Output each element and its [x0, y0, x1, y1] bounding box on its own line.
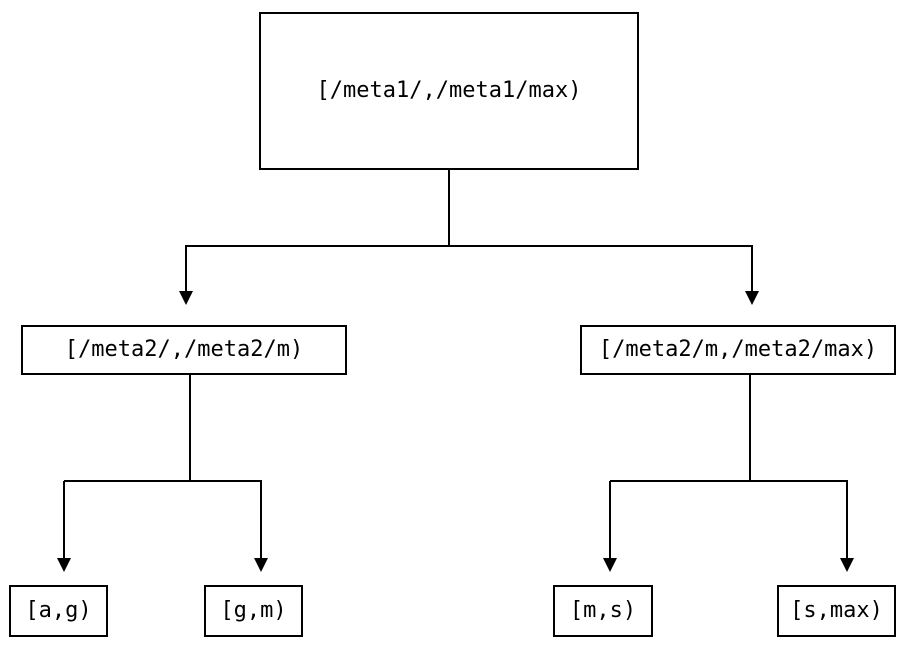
tree-node-leaf-smax-label: [s,max): [790, 598, 883, 623]
connector-root-to-level1: [179, 170, 759, 305]
tree-node-mid-left[interactable]: [/meta2/,/meta2/m): [21, 325, 347, 375]
tree-node-mid-right[interactable]: [/meta2/m,/meta2/max): [580, 325, 896, 375]
arrowhead-midleft-gm: [254, 558, 268, 572]
connector-midleft-to-leaves: [57, 375, 268, 572]
connector-midright-to-leaves: [603, 375, 854, 572]
arrowhead-root-midright: [745, 291, 759, 305]
arrowhead-midright-smax: [840, 558, 854, 572]
tree-node-leaf-ag[interactable]: [a,g): [9, 585, 108, 637]
tree-node-leaf-gm-label: [g,m): [220, 598, 287, 623]
tree-node-root[interactable]: [/meta1/,/meta1/max): [259, 12, 639, 170]
tree-node-leaf-ms[interactable]: [m,s): [553, 585, 653, 637]
tree-node-root-label: [/meta1/,/meta1/max): [316, 78, 582, 103]
tree-node-leaf-smax[interactable]: [s,max): [777, 585, 896, 637]
arrowhead-midright-ms: [603, 558, 617, 572]
arrowhead-midleft-ag: [57, 558, 71, 572]
tree-node-leaf-ag-label: [a,g): [25, 598, 92, 623]
tree-node-mid-right-label: [/meta2/m,/meta2/max): [598, 337, 878, 362]
tree-node-leaf-ms-label: [m,s): [569, 598, 637, 623]
tree-node-mid-left-label: [/meta2/,/meta2/m): [64, 337, 304, 362]
tree-node-leaf-gm[interactable]: [g,m): [204, 585, 303, 637]
arrowhead-root-midleft: [179, 291, 193, 305]
